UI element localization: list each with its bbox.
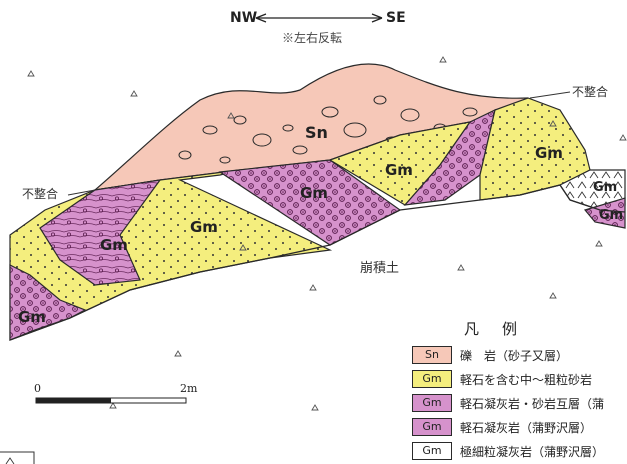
gm-alternation-label: Gm <box>100 236 128 254</box>
gm-fine-right-label: Gm <box>593 180 617 195</box>
legend: 凡 例 Sn 礫 岩（砂子又層） Gm 軽石を含む中～粗粒砂岩 Gm 軽石凝灰岩… <box>412 318 627 464</box>
arrow-right-head-icon <box>371 13 383 23</box>
legend-item-fine-tuff: Gm 極細粒凝灰岩（蒲野沢層） <box>412 441 627 463</box>
frame-triangle-icon <box>5 457 15 464</box>
legend-symbol-sn: Sn <box>412 346 452 364</box>
legend-title: 凡 例 <box>464 320 522 338</box>
sn-unit-label: Sn <box>305 123 328 142</box>
scale-bar: 0 2m <box>34 382 198 404</box>
section-base-line <box>9 184 626 341</box>
legend-text: 軽石凝灰岩・砂岩互層（蒲 <box>460 397 605 411</box>
arrow-left-head-icon <box>255 13 267 23</box>
legend-text: 極細粒凝灰岩（蒲野沢層） <box>460 445 605 459</box>
nw-label: NW <box>230 10 257 26</box>
legend-item-conglomerate: Sn 礫 岩（砂子又層） <box>412 345 627 367</box>
legend-symbol-gm-tuff: Gm <box>412 418 452 436</box>
legend-item-tuff: Gm 軽石凝灰岩（蒲野沢層） <box>412 417 627 439</box>
gm-tuff-right <box>583 197 626 229</box>
gm-sandstone-upper-label: Gm <box>385 161 413 179</box>
unconformity-left-leader <box>67 189 96 196</box>
colluvium-label: 崩積土 <box>360 261 399 276</box>
mirrored-note: ※左右反転 <box>282 30 342 45</box>
orientation-header: NW SE ※左右反転 <box>230 10 406 45</box>
unconformity-left-label: 不整合 <box>22 186 58 201</box>
se-label: SE <box>386 10 406 26</box>
gm-tuff-right-label: Gm <box>599 208 623 223</box>
legend-symbol-gm-sandstone: Gm <box>412 370 452 388</box>
legend-text: 礫 岩（砂子又層） <box>460 349 569 363</box>
scale-start-label: 0 <box>34 382 41 395</box>
legend-text: 軽石を含む中～粗粒砂岩 <box>460 373 593 387</box>
legend-symbol-gm-alternation: Gm <box>412 394 452 412</box>
gm-tuff-lower-left-label: Gm <box>18 308 46 326</box>
legend-text: 軽石凝灰岩（蒲野沢層） <box>460 421 593 435</box>
colluvium-triangles <box>27 56 627 411</box>
scale-end-label: 2m <box>180 382 198 395</box>
legend-item-sandstone: Gm 軽石を含む中～粗粒砂岩 <box>412 369 627 391</box>
frame-corner <box>0 451 35 464</box>
legend-item-alternation: Gm 軽石凝灰岩・砂岩互層（蒲 <box>412 393 627 415</box>
gm-alternation-left <box>39 179 162 286</box>
sn-conglomerate-layer <box>93 63 529 191</box>
unconformity-right-leader <box>529 91 571 99</box>
gm-sandstone-right-label: Gm <box>535 144 563 162</box>
unconformity-right-label: 不整合 <box>572 84 608 99</box>
legend-symbol-gm-fine: Gm <box>412 442 452 460</box>
gm-sandstone-left-label: Gm <box>190 218 218 236</box>
gm-tuff-center-label: Gm <box>300 184 328 202</box>
